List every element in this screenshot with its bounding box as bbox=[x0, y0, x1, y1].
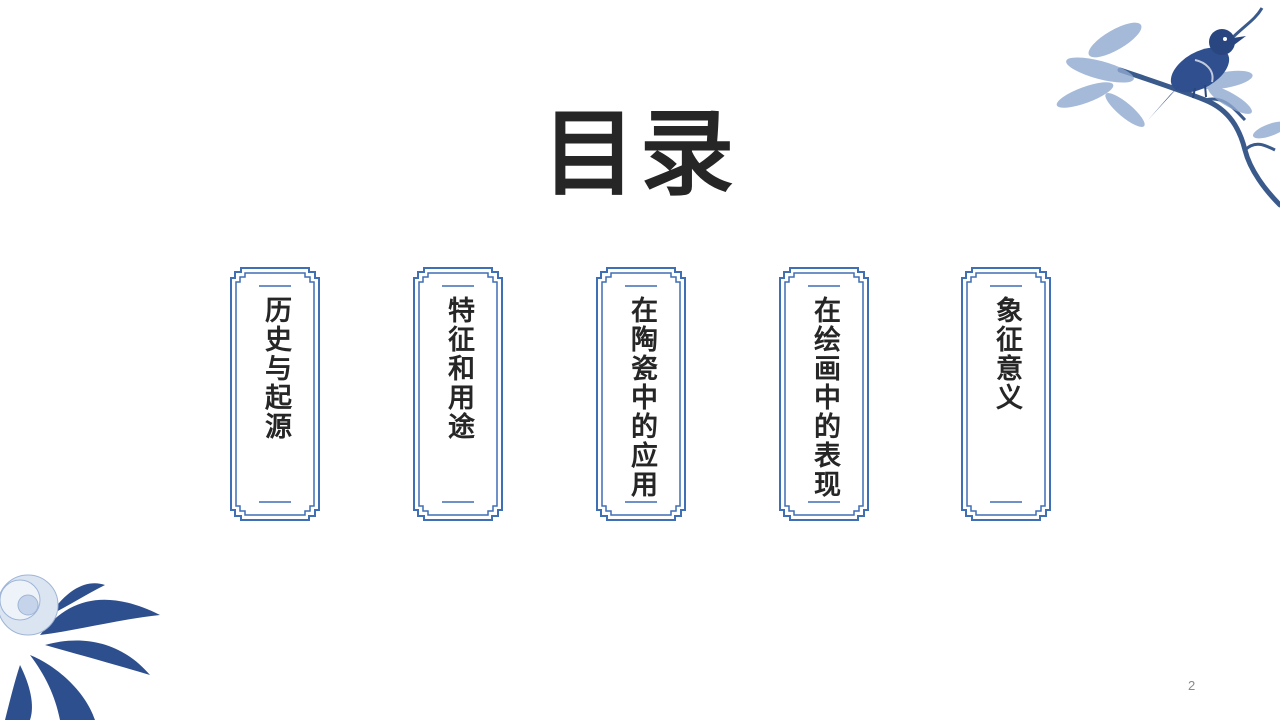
toc-item-3[interactable]: 在陶瓷中的应用 bbox=[595, 266, 687, 522]
ornate-frame-icon bbox=[413, 267, 503, 521]
toc-item-label: 在陶瓷中的应用 bbox=[626, 296, 657, 499]
ornate-frame-icon bbox=[230, 267, 320, 521]
toc-item-label: 特征和用途 bbox=[443, 296, 474, 441]
toc-item-label: 在绘画中的表现 bbox=[809, 296, 840, 499]
toc-item-1[interactable]: 历史与起源 bbox=[229, 266, 321, 522]
bird-on-branch-icon bbox=[1056, 7, 1280, 208]
toc-item-2[interactable]: 特征和用途 bbox=[412, 266, 504, 522]
toc-item-5[interactable]: 象征意义 bbox=[960, 266, 1052, 522]
toc-item-label: 象征意义 bbox=[991, 296, 1022, 412]
page-number: 2 bbox=[1188, 678, 1196, 693]
ornate-frame-icon bbox=[596, 267, 686, 521]
page-title: 目录 bbox=[541, 100, 738, 209]
ornate-frame-icon bbox=[779, 267, 869, 521]
toc-item-label: 历史与起源 bbox=[260, 296, 291, 441]
ornate-frame-icon bbox=[961, 267, 1051, 521]
toc-item-4[interactable]: 在绘画中的表现 bbox=[778, 266, 870, 522]
peony-flower-icon bbox=[0, 574, 160, 720]
